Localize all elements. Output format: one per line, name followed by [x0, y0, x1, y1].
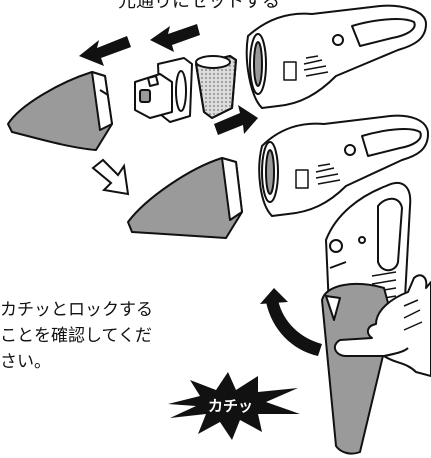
arrow-left-icon	[79, 36, 131, 66]
note-line: ことを確認してくだ	[0, 326, 152, 346]
rotate-arrow-icon	[260, 288, 322, 356]
note-line: カチッとロックする	[0, 300, 153, 320]
dust-cup-removed	[7, 71, 113, 151]
filter-element	[195, 55, 237, 119]
click-sound-label: カチッ	[208, 397, 254, 415]
click-starburst	[168, 372, 300, 440]
vacuum-body-middle	[258, 114, 429, 217]
reassemble-caption: 元通りにセットする	[118, 0, 280, 12]
arrow-left-icon	[150, 24, 200, 52]
holding-hand	[333, 274, 431, 377]
arrow-right-icon	[214, 105, 258, 135]
outline-arrow-icon	[91, 158, 130, 196]
dust-cup-reattach	[127, 157, 243, 239]
filter-holder	[134, 57, 193, 123]
vacuum-body-top	[245, 4, 427, 109]
note-line: さい。	[0, 352, 51, 372]
